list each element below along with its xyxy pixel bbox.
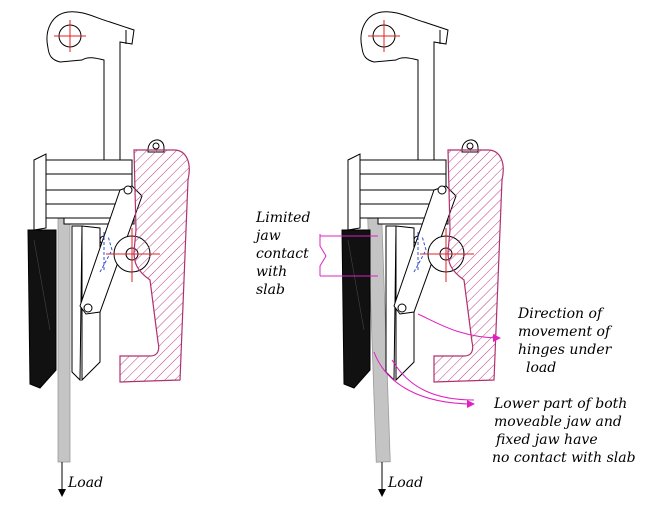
svg-text:hinges under: hinges under	[518, 342, 613, 358]
lower-part-arrow-2	[391, 359, 475, 401]
svg-text:Limited: Limited	[255, 210, 310, 226]
svg-text:jaw: jaw	[253, 228, 281, 244]
contact-bracket	[319, 234, 378, 277]
load-label-left: Load	[67, 475, 103, 491]
lower-part-arrow-1	[373, 351, 475, 408]
svg-text:Direction of: Direction of	[517, 306, 605, 322]
load-label-right: Load	[387, 475, 423, 491]
clamp-view-left: Load	[27, 11, 190, 497]
svg-text:load: load	[526, 360, 556, 376]
lower-part-label: Lower part of both moveable jaw and fixe…	[492, 396, 636, 466]
svg-text:fixed jaw have: fixed jaw have	[495, 432, 598, 448]
limited-contact-label: Limited jaw contact with slab	[253, 210, 310, 298]
svg-text:with: with	[256, 264, 287, 280]
svg-text:Lower part of both: Lower part of both	[493, 396, 627, 412]
direction-label: Direction of movement of hinges under lo…	[517, 306, 613, 376]
svg-text:movement of: movement of	[518, 324, 613, 340]
svg-text:no contact with slab: no contact with slab	[492, 450, 636, 466]
svg-text:slab: slab	[256, 282, 285, 298]
slab-left	[57, 217, 71, 463]
svg-text:moveable jaw and: moveable jaw and	[494, 414, 622, 430]
clamp-view-right: Load	[319, 11, 504, 497]
svg-text:contact: contact	[256, 246, 309, 262]
hinge-movement-arrow	[417, 313, 501, 342]
